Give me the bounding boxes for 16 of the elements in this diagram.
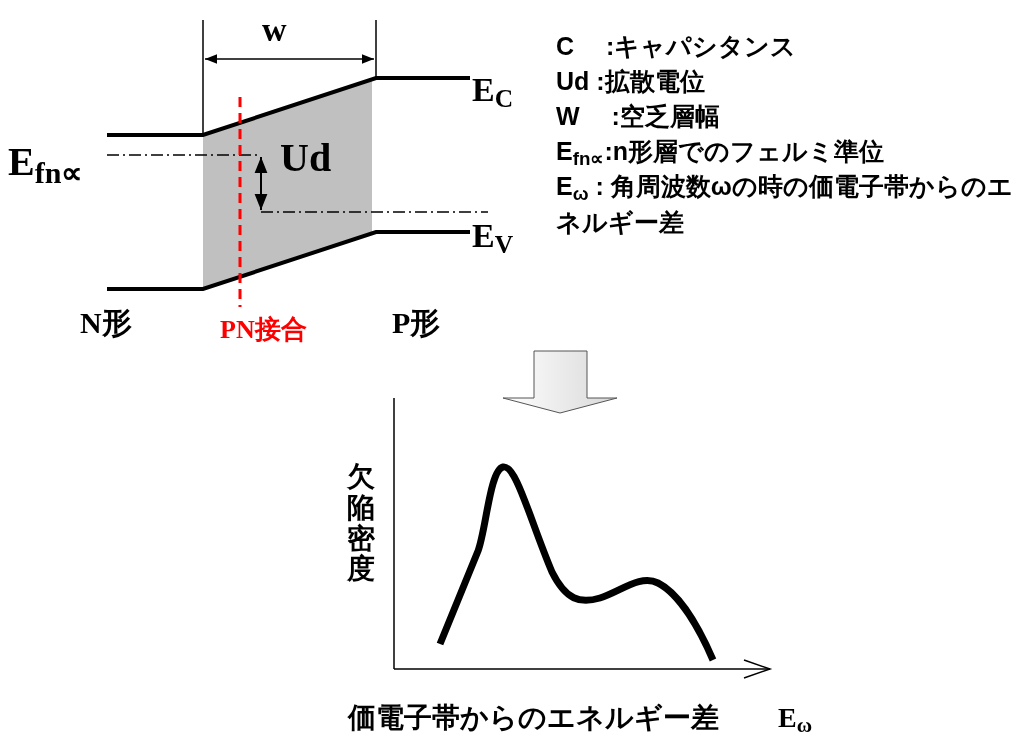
width-label: w (262, 10, 287, 50)
y-axis-label: 欠陥密度 (347, 462, 375, 586)
p-type-label: P形 (392, 305, 441, 341)
legend-line: E$_{fn∝}$:n形層でのフェルミ準位 (556, 136, 884, 171)
valence-band-label: E$_{V}$ (472, 216, 514, 261)
diffusion-potential-label: Ud (280, 134, 332, 182)
legend-line: C :キャパシタンス (556, 31, 797, 62)
conduction-band-label: E$_{C}$ (472, 70, 514, 115)
legend-line: E$_{ω}$ : 角周波数ωの時の価電子帯からのエネルギー差 (556, 171, 1014, 238)
n-type-label: N形 (80, 305, 132, 341)
junction-label: PN接合 (220, 314, 307, 346)
x-axis-symbol: E$_{ω}$ (778, 701, 813, 738)
legend-line: Ud :拡散電位 (556, 66, 705, 97)
legend-line: W :空乏層幅 (556, 101, 720, 132)
fermi-level-label: E$_{fn∝}$ (8, 138, 83, 191)
x-axis-label: 価電子帯からのエネルギー差 (348, 701, 719, 735)
